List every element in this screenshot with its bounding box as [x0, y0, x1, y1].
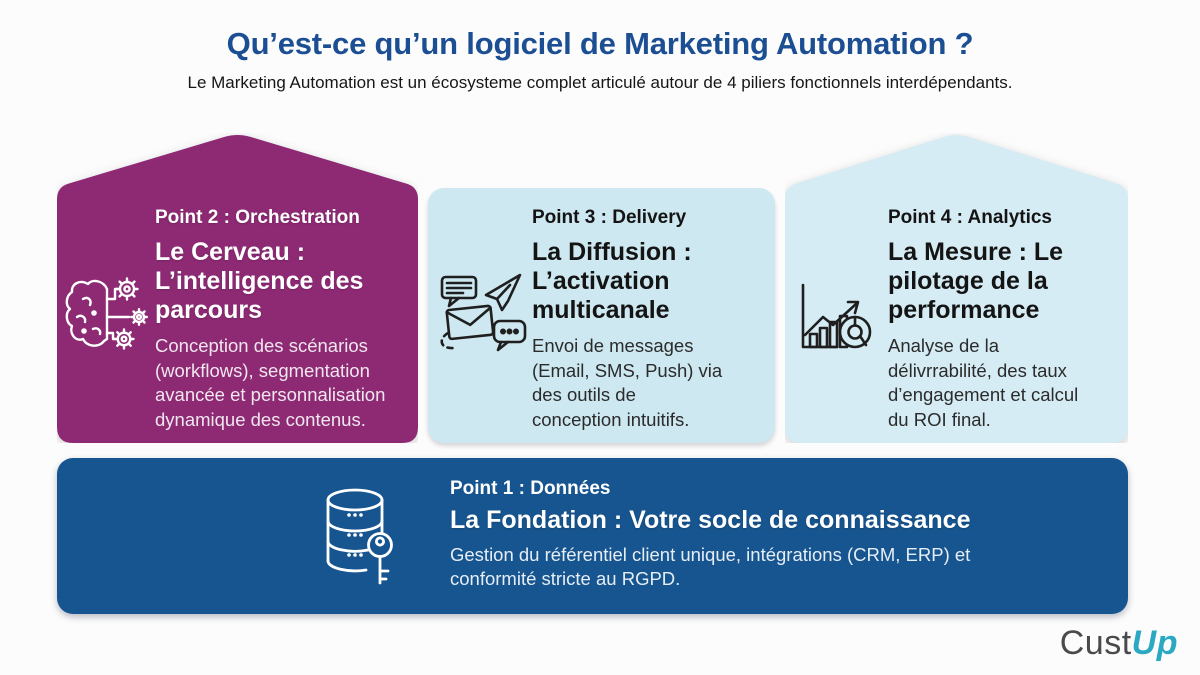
- page-title: Qu’est-ce qu’un logiciel de Marketing Au…: [226, 26, 974, 61]
- card-analytics-heading: La Mesure : Le pilotage de la performanc…: [888, 238, 1064, 324]
- card-donnees-label: Point 1 : Données: [450, 478, 611, 499]
- chart-growth-icon: [797, 277, 875, 358]
- card-analytics: Point 4 : Analytics La Mesure : Le pilot…: [785, 133, 1128, 443]
- card-donnees-text: Point 1 : Données La Fondation : Votre s…: [450, 478, 1090, 592]
- house-shape-purple: [57, 135, 418, 443]
- pillar-cards-row: Point 2 : Orchestration Le Cerveau : L’i…: [0, 133, 1200, 443]
- card-donnees-heading: La Fondation : Votre socle de connaissan…: [450, 506, 971, 534]
- card-delivery-label: Point 3 : Delivery: [532, 207, 687, 228]
- card-orchestration-heading: Le Cerveau : L’intelligence des parcours: [155, 238, 364, 324]
- card-delivery-heading: La Diffusion : L’activation multicanale: [532, 238, 692, 324]
- custup-logo: CustUp: [1060, 624, 1178, 663]
- card-analytics-text: Point 4 : Analytics La Mesure : Le pilot…: [888, 207, 1116, 432]
- database-key-icon: [320, 483, 402, 596]
- card-orchestration-text: Point 2 : Orchestration Le Cerveau : L’i…: [155, 207, 407, 432]
- card-analytics-label: Point 4 : Analytics: [888, 207, 1052, 228]
- card-orchestration-label: Point 2 : Orchestration: [155, 207, 360, 228]
- custup-logo-up: Up: [1131, 624, 1178, 662]
- messaging-channels-icon: [436, 271, 528, 364]
- house-shape-lightblue: [785, 135, 1128, 443]
- card-delivery-text: Point 3 : Delivery La Diffusion : L’acti…: [532, 207, 772, 432]
- page-subtitle: Le Marketing Automation est un écosystem…: [187, 73, 1013, 92]
- custup-logo-cust: Cust: [1059, 624, 1132, 662]
- card-analytics-body: Analyse de la délivrrabilité, des taux d…: [888, 335, 1079, 430]
- card-orchestration: Point 2 : Orchestration Le Cerveau : L’i…: [57, 133, 418, 443]
- brain-gears-icon: [63, 275, 151, 360]
- card-donnees-foundation: Point 1 : Données La Fondation : Votre s…: [57, 458, 1128, 614]
- card-orchestration-body: Conception des scénarios (workflows), se…: [155, 335, 386, 430]
- card-delivery: Point 3 : Delivery La Diffusion : L’acti…: [428, 133, 775, 443]
- card-donnees-body: Gestion du référentiel client unique, in…: [450, 544, 971, 590]
- card-delivery-body: Envoi de messages (Email, SMS, Push) via…: [532, 335, 723, 430]
- rect-shape-lightblue: [428, 188, 775, 443]
